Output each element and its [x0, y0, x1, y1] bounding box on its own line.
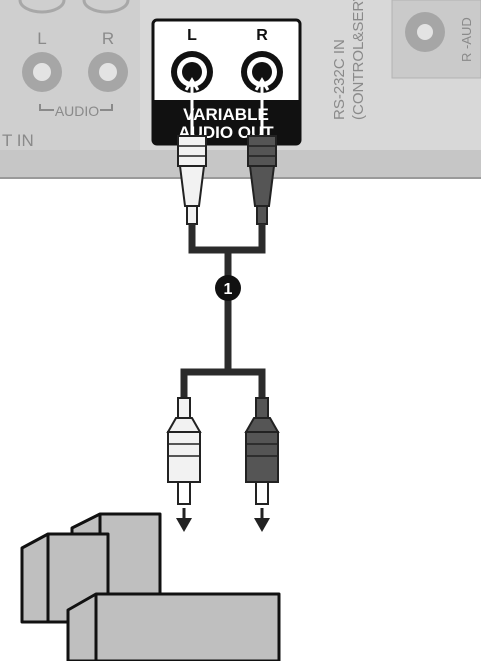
variable-out-jack-r: [241, 51, 283, 93]
rs232-label-line1: RS-232C IN: [331, 39, 348, 120]
equipment-box-front: [66, 592, 281, 663]
audio-in-jack-r: [88, 52, 128, 92]
r-aud-label: R -AUD: [459, 17, 474, 62]
callout-badge: 1: [215, 275, 241, 301]
plug-boot: [255, 397, 269, 419]
top-jack-arc-1: [18, 0, 66, 14]
tv-back-panel: L R AUDIO T IN L R VARIABLE AUDIO OUT: [0, 0, 481, 179]
plug-body: [248, 165, 276, 207]
upper-cable-split: [188, 224, 266, 254]
jack-hole: [99, 63, 117, 81]
down-arrow-head: [176, 518, 192, 532]
audio-cable: [180, 224, 266, 400]
plug-body: [166, 417, 202, 433]
external-audio-equipment: [20, 512, 281, 663]
upper-plug-white: [177, 77, 207, 225]
audio-in-jack-l: [22, 52, 62, 92]
plug-collar: [247, 135, 277, 167]
plug-boot: [186, 205, 198, 225]
plug-collar: [177, 135, 207, 167]
right-module-jack: [405, 12, 445, 52]
variable-title: VARIABLE: [183, 105, 269, 124]
variable-out-l-label: L: [187, 27, 197, 44]
variable-out-r-label: R: [256, 27, 268, 44]
plug-collar: [167, 431, 201, 483]
insert-arrow: [254, 77, 270, 91]
audio-group-label: AUDIO: [55, 103, 99, 119]
audio-in-r-label: R: [102, 29, 114, 48]
plug-collar: [245, 431, 279, 483]
rs232-label-line2: (CONTROL&SERVICE): [350, 0, 367, 120]
jack-hole: [252, 62, 272, 82]
top-jack-arc-2: [82, 0, 130, 14]
audio-bracket-left: [39, 104, 54, 111]
audio-bracket-right: [100, 104, 113, 111]
insert-arrow: [184, 77, 200, 91]
callout-number: 1: [224, 281, 233, 298]
plug-body: [178, 165, 206, 207]
plug-pin: [177, 481, 191, 505]
upper-plug-dark: [247, 77, 277, 225]
plug-boot: [177, 397, 191, 419]
lower-cable-split: [180, 368, 266, 400]
jack-hole: [182, 62, 202, 82]
audio-in-l-label: L: [37, 29, 46, 48]
plug-body: [244, 417, 280, 433]
plug-pin: [255, 481, 269, 505]
jack-hole: [417, 24, 433, 40]
plug-boot: [256, 205, 268, 225]
callout-circle: [215, 275, 241, 301]
down-arrow-head: [254, 518, 270, 532]
panel-bottom-strip: [0, 150, 481, 178]
input-group-label: T IN: [2, 131, 34, 150]
jack-hole: [33, 63, 51, 81]
lower-plug-dark: [244, 397, 280, 532]
variable-out-jack-l: [171, 51, 213, 93]
variable-audio-out-panel: L R VARIABLE AUDIO OUT: [151, 18, 302, 146]
lower-plug-white: [166, 397, 202, 532]
